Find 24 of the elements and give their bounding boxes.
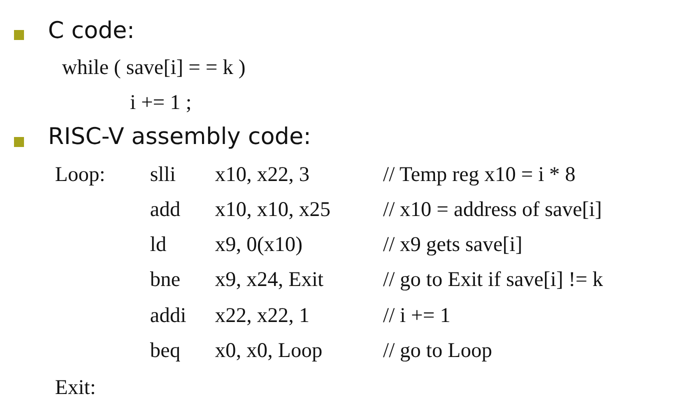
code-comment: // x9 gets save[i] [383, 234, 522, 255]
instruction-operands: x9, 0(x10) [215, 234, 302, 255]
instruction-mnemonic: beq [150, 340, 180, 361]
instruction-mnemonic: ld [150, 234, 166, 255]
instruction-mnemonic: add [150, 199, 180, 220]
section-heading: RISC-V assembly code: [48, 126, 312, 149]
code-comment: // i += 1 [383, 305, 450, 326]
code-comment: // go to Exit if save[i] != k [383, 269, 604, 290]
code-comment: // go to Loop [383, 340, 492, 361]
instruction-mnemonic: slli [150, 164, 176, 185]
instruction-mnemonic: addi [150, 305, 186, 326]
instruction-operands: x10, x10, x25 [215, 199, 330, 220]
code-label: Loop: [55, 164, 106, 185]
code-line: i += 1 ; [130, 92, 192, 113]
instruction-operands: x0, x0, Loop [215, 340, 322, 361]
instruction-operands: x9, x24, Exit [215, 269, 324, 290]
instruction-operands: x10, x22, 3 [215, 164, 310, 185]
code-comment: // x10 = address of save[i] [383, 199, 602, 220]
code-line: while ( save[i] = = k ) [62, 57, 246, 78]
instruction-mnemonic: bne [150, 269, 180, 290]
instruction-operands: x22, x22, 1 [215, 305, 310, 326]
section-heading: C code: [48, 20, 135, 43]
code-comment: // Temp reg x10 = i * 8 [383, 164, 576, 185]
code-label: Exit: [55, 377, 96, 398]
